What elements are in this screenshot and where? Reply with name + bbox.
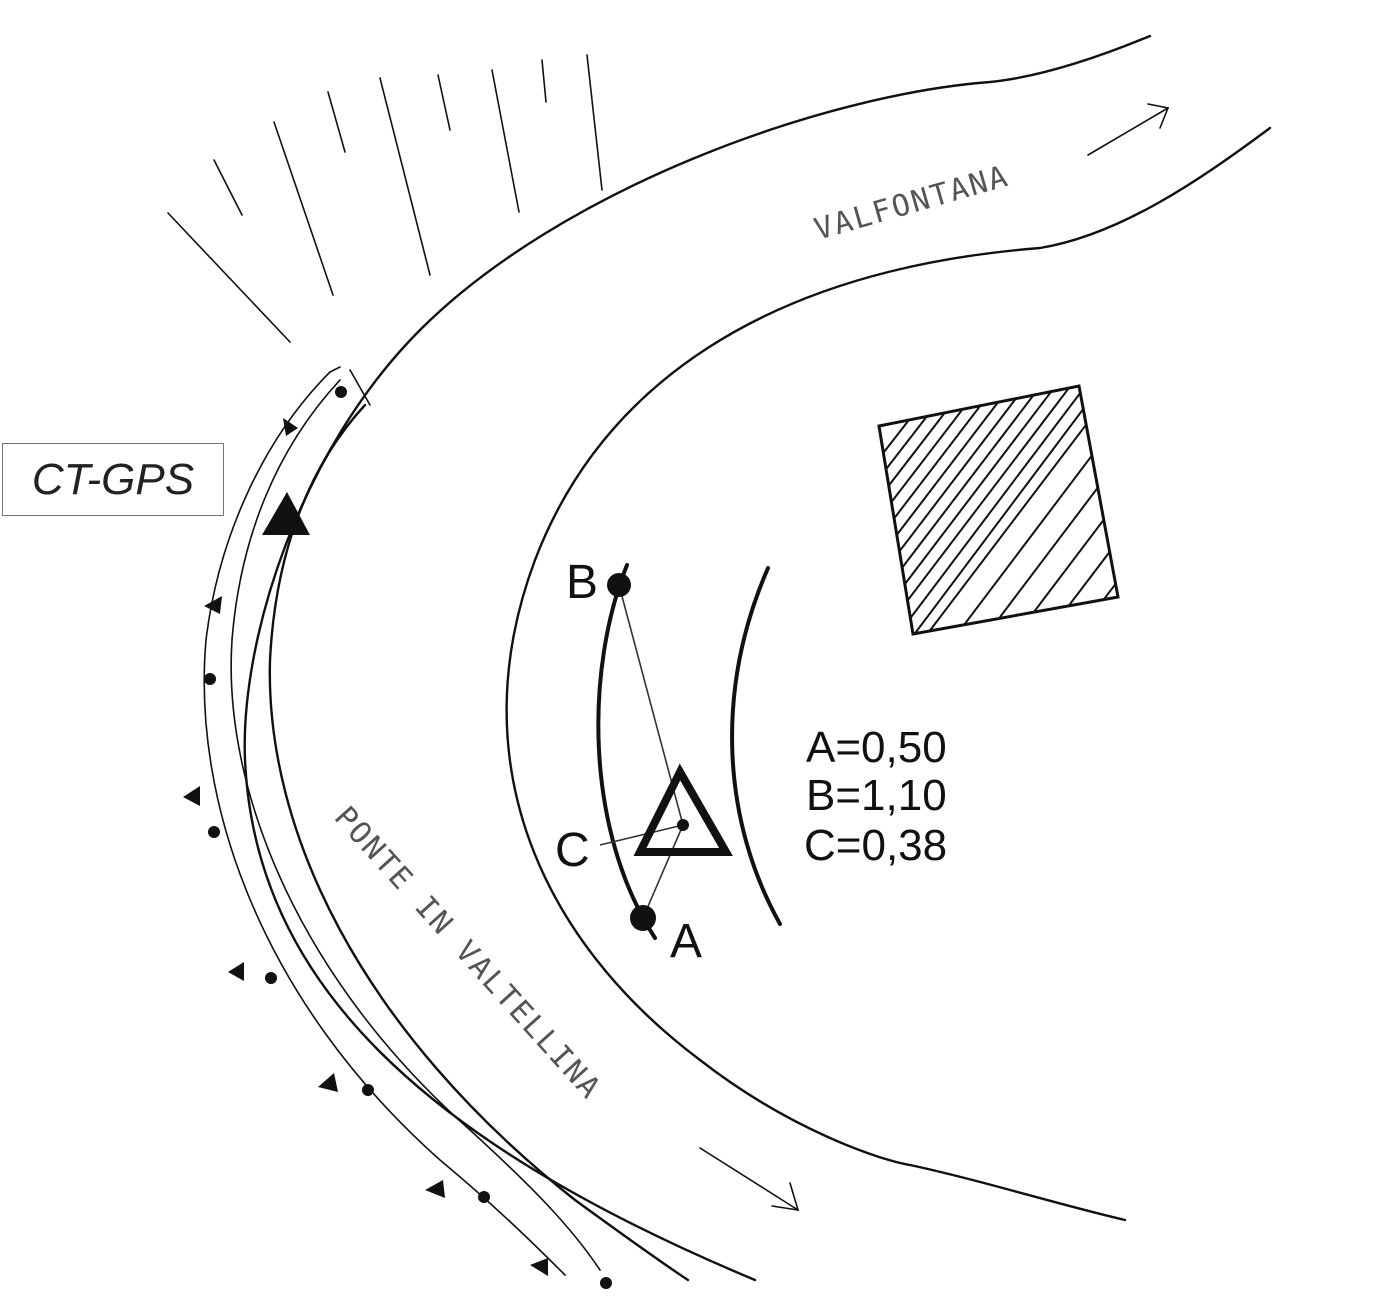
point-label-c: C bbox=[555, 824, 590, 877]
monitoring-triangle-icon bbox=[633, 763, 733, 856]
path-line bbox=[230, 379, 601, 1271]
point-label-a: A bbox=[670, 915, 702, 968]
arrow-ponte-icon bbox=[699, 1147, 800, 1211]
gps-station-label: CT-GPS bbox=[31, 454, 195, 504]
gps-station-triangle-icon bbox=[262, 492, 310, 535]
road-inner-edge bbox=[505, 126, 1272, 1222]
point-a-marker bbox=[630, 905, 656, 931]
scarp-teeth bbox=[183, 418, 548, 1276]
road-outer-edge bbox=[243, 34, 1152, 1282]
path-cap bbox=[349, 369, 371, 406]
measurement-lines bbox=[599, 584, 684, 919]
slope-hachures bbox=[167, 54, 603, 343]
street-label-valfontana: VALFONTANA bbox=[811, 159, 1014, 248]
gps-station-label-box: CT-GPS bbox=[2, 443, 224, 516]
crack-arc-right bbox=[730, 566, 782, 926]
building-hatched bbox=[877, 384, 1120, 636]
center-point bbox=[677, 819, 689, 831]
benchmark-dots bbox=[204, 386, 612, 1289]
path-line bbox=[203, 371, 566, 1276]
arrow-valfontana-icon bbox=[1087, 103, 1170, 156]
value-b: B=1,10 bbox=[806, 771, 947, 820]
point-b-marker bbox=[607, 573, 631, 597]
value-c: C=0,38 bbox=[804, 821, 947, 870]
crack-arc-left bbox=[596, 563, 657, 940]
path-line bbox=[268, 403, 690, 1282]
value-a: A=0,50 bbox=[806, 723, 947, 772]
point-label-b: B bbox=[566, 556, 598, 609]
path-cap bbox=[329, 366, 341, 373]
